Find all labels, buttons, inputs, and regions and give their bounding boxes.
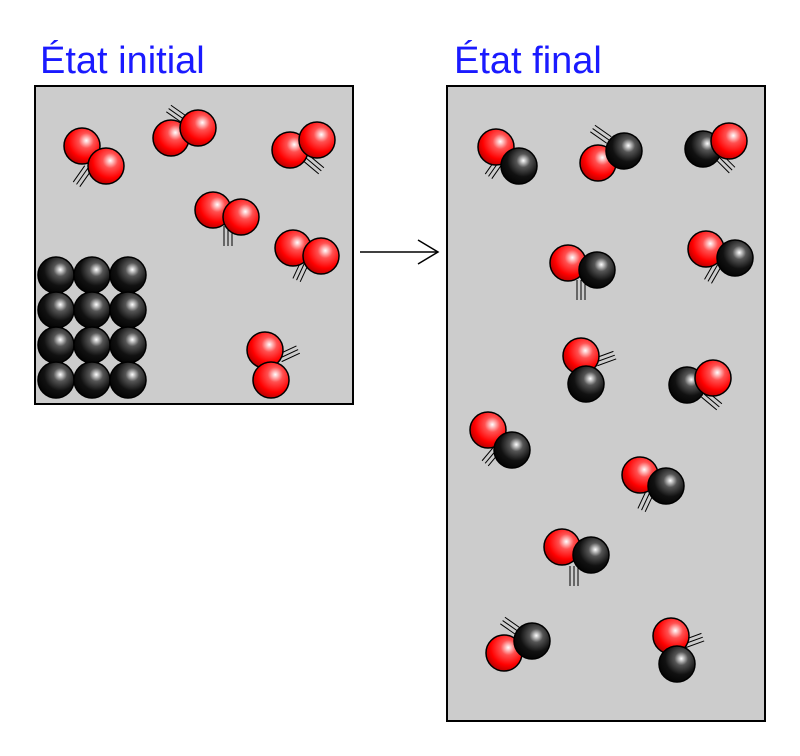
motion-line	[703, 393, 720, 408]
o2-molecule	[246, 331, 301, 399]
oxygen-atom	[694, 359, 732, 397]
co-molecule	[652, 617, 705, 683]
reaction-arrow	[360, 239, 440, 265]
final-state-box	[446, 85, 766, 722]
oxygen-atom	[710, 122, 748, 160]
oxygen-atom	[179, 109, 217, 147]
o2-molecule	[152, 104, 217, 157]
carbon-atom	[109, 256, 147, 294]
motion-line	[707, 263, 719, 282]
carbon-atom	[605, 132, 643, 170]
co-molecule	[621, 456, 685, 513]
oxygen-atom	[298, 121, 336, 159]
motion-line	[597, 358, 617, 367]
co-molecule	[687, 230, 754, 284]
motion-line	[279, 349, 299, 359]
carbon-atom	[572, 536, 610, 574]
co-molecule	[543, 528, 610, 586]
oxygen-atom	[302, 237, 340, 275]
motion-line	[296, 261, 306, 281]
carbon-atom	[37, 326, 75, 364]
co-molecule	[549, 244, 616, 300]
motion-line	[637, 490, 647, 509]
motion-line	[72, 165, 86, 183]
co-molecule	[668, 359, 732, 411]
carbon-atom	[567, 365, 605, 403]
carbon-atom	[658, 645, 696, 683]
motion-line	[685, 640, 705, 649]
o2-molecule	[63, 127, 125, 187]
motion-line	[595, 354, 615, 363]
initial-state-title: État initial	[40, 40, 205, 82]
co-molecule	[485, 616, 551, 672]
carbon-atom	[109, 361, 147, 399]
oxygen-atom	[252, 361, 290, 399]
motion-line	[701, 396, 718, 411]
motion-line	[305, 157, 322, 172]
carbon-atom	[37, 361, 75, 399]
motion-line	[281, 352, 301, 363]
motion-line	[500, 623, 517, 636]
co-molecule	[469, 411, 531, 469]
carbon-atom	[109, 291, 147, 329]
carbon-atom	[73, 256, 111, 294]
carbon-atom	[716, 239, 754, 277]
co-molecule	[477, 128, 538, 185]
oxygen-atom	[222, 198, 260, 236]
o2-molecule	[271, 121, 336, 175]
motion-line	[592, 128, 610, 141]
o2-molecule	[194, 191, 260, 246]
motion-line	[166, 111, 183, 124]
co-molecule	[562, 337, 617, 403]
co-molecule	[684, 122, 748, 174]
carbon-atom	[647, 467, 685, 505]
motion-line	[590, 131, 607, 144]
initial-molecules	[63, 104, 340, 399]
carbon-atom	[109, 326, 147, 364]
carbon-atom	[73, 326, 111, 364]
motion-line	[502, 620, 520, 633]
motion-line	[76, 167, 89, 185]
carbon-atom	[513, 622, 551, 660]
motion-line	[303, 160, 320, 175]
motion-line	[594, 124, 612, 138]
oxygen-atom	[87, 147, 125, 185]
motion-line	[504, 616, 522, 630]
final-state-title: État final	[454, 40, 602, 82]
carbon-atom	[500, 147, 538, 185]
final-molecules	[469, 122, 754, 683]
co-molecule	[579, 124, 643, 182]
motion-line	[714, 158, 730, 174]
carbon-atom	[73, 361, 111, 399]
carbon-atom	[37, 291, 75, 329]
carbon-atom	[578, 251, 616, 289]
motion-line	[641, 491, 651, 511]
carbon-atom	[37, 256, 75, 294]
carbon-grid	[37, 256, 147, 399]
motion-line	[717, 155, 733, 171]
o2-molecule	[274, 229, 340, 283]
carbon-atom	[493, 431, 531, 469]
motion-line	[170, 104, 188, 118]
carbon-atom	[73, 291, 111, 329]
